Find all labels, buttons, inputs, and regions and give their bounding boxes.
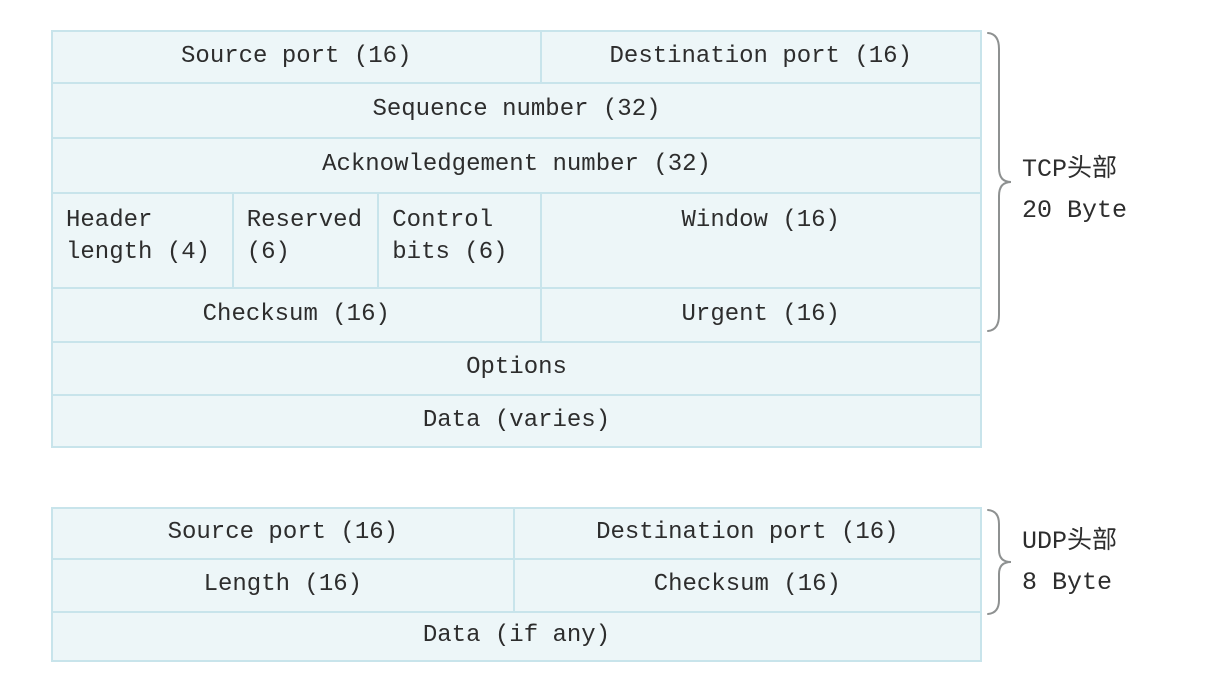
udp-cell-destination-port: Destination port (16)	[514, 509, 980, 558]
tcp-cell-urgent: Urgent (16)	[541, 289, 980, 341]
tcp-cell-options: Options	[53, 343, 980, 394]
tcp-row-checksum: Checksum (16) Urgent (16)	[53, 289, 980, 343]
tcp-row-ports: Source port (16) Destination port (16)	[53, 32, 980, 84]
tcp-label-line2: 20 Byte	[1022, 195, 1128, 225]
tcp-cell-control-bits: Control bits (6)	[379, 194, 542, 287]
udp-cell-length: Length (16)	[53, 560, 515, 611]
tcp-cell-source-port: Source port (16)	[53, 32, 542, 82]
tcp-cell-checksum: Checksum (16)	[53, 289, 542, 341]
tcp-cell-sequence-number: Sequence number (32)	[53, 84, 980, 137]
tcp-label-line1: TCP头部	[1022, 155, 1118, 184]
tcp-cell-header-length: Header length (4)	[53, 194, 234, 287]
tcp-cell-window: Window (16)	[541, 194, 980, 287]
tcp-brace-label: TCP头部 20 Byte	[1022, 150, 1127, 231]
tcp-row-sequence: Sequence number (32)	[53, 84, 980, 139]
udp-header-table: Source port (16) Destination port (16) L…	[51, 507, 982, 662]
tcp-header-table: Source port (16) Destination port (16) S…	[51, 30, 982, 448]
tcp-brace-icon	[987, 32, 1012, 332]
tcp-row-acknowledgement: Acknowledgement number (32)	[53, 139, 980, 194]
udp-row-ports: Source port (16) Destination port (16)	[53, 509, 980, 560]
udp-label-line1: UDP头部	[1022, 527, 1118, 556]
udp-row-length-checksum: Length (16) Checksum (16)	[53, 560, 980, 613]
udp-row-data: Data (if any)	[53, 613, 980, 660]
tcp-cell-acknowledgement-number: Acknowledgement number (32)	[53, 139, 980, 192]
udp-brace-label: UDP头部 8 Byte	[1022, 522, 1117, 603]
tcp-row-flags: Header length (4) Reserved (6) Control b…	[53, 194, 980, 289]
tcp-row-data: Data (varies)	[53, 396, 980, 446]
tcp-cell-data: Data (varies)	[53, 396, 980, 446]
udp-cell-data: Data (if any)	[53, 613, 980, 660]
udp-cell-source-port: Source port (16)	[53, 509, 515, 558]
tcp-row-options: Options	[53, 343, 980, 396]
udp-cell-checksum: Checksum (16)	[514, 560, 980, 611]
udp-label-line2: 8 Byte	[1022, 567, 1113, 597]
udp-brace-icon	[987, 509, 1012, 615]
tcp-cell-reserved: Reserved (6)	[233, 194, 380, 287]
tcp-cell-destination-port: Destination port (16)	[541, 32, 980, 82]
